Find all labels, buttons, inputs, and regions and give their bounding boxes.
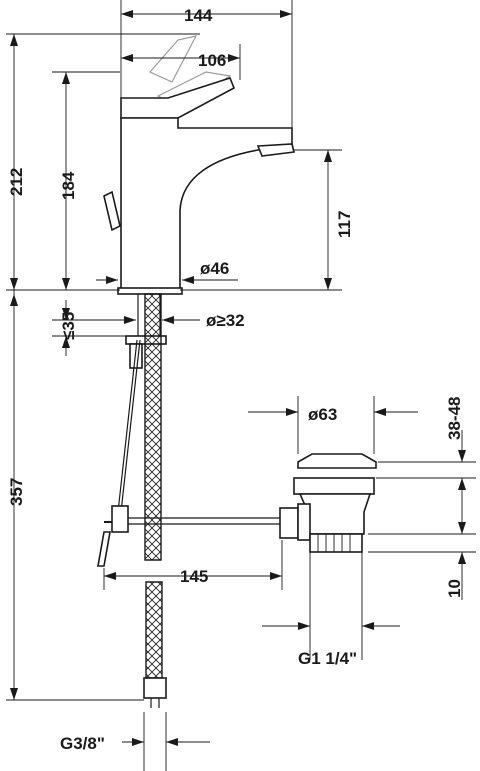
supply-assembly: [117, 293, 167, 708]
dimension-lines: [6, 0, 476, 771]
lever: [120, 77, 236, 119]
dim-height-total: 212: [7, 168, 26, 196]
dim-drain-thread: G1 1/4": [298, 649, 357, 668]
braided-hose-upper: [144, 293, 162, 561]
dim-body-diameter: ø46: [200, 259, 229, 278]
linkage-clamp: [111, 505, 129, 533]
drain-plug-cap: [297, 453, 377, 469]
popup-linkage: [97, 505, 282, 567]
drain-port-nut: [297, 503, 311, 541]
spout-tip: [256, 143, 295, 157]
drain-flange: [293, 477, 375, 495]
drain-assembly: [279, 453, 377, 553]
dim-drain-stroke: 38-48: [445, 397, 464, 440]
dim-height-body: 184: [59, 171, 78, 200]
dim-drain-diameter: ø63: [308, 405, 337, 424]
dim-deck-thickness: ≤35: [59, 312, 78, 340]
dim-hole-diameter: ø≥32: [206, 311, 245, 330]
base-ring: [117, 287, 183, 295]
linkage-rod-end: [97, 531, 111, 567]
popup-knob: [103, 190, 121, 232]
braided-hose-lower: [145, 581, 163, 679]
dim-lever-reach: 106: [198, 51, 226, 70]
drain-side-port: [279, 507, 299, 539]
lever-raised-ghost: [149, 35, 198, 83]
faucet-body: [103, 35, 295, 295]
dim-drain-offset: 10: [445, 579, 464, 598]
dim-rod-length: 145: [180, 567, 208, 586]
hose-fitting: [143, 677, 167, 699]
dim-supply-thread: G3/8": [60, 734, 105, 753]
drain-thread: [309, 533, 363, 553]
dim-spout-height: 117: [335, 211, 354, 238]
body-column: [120, 117, 293, 291]
dim-pipe-length: 357: [7, 478, 26, 506]
dim-spout-reach-total: 144: [184, 6, 213, 25]
